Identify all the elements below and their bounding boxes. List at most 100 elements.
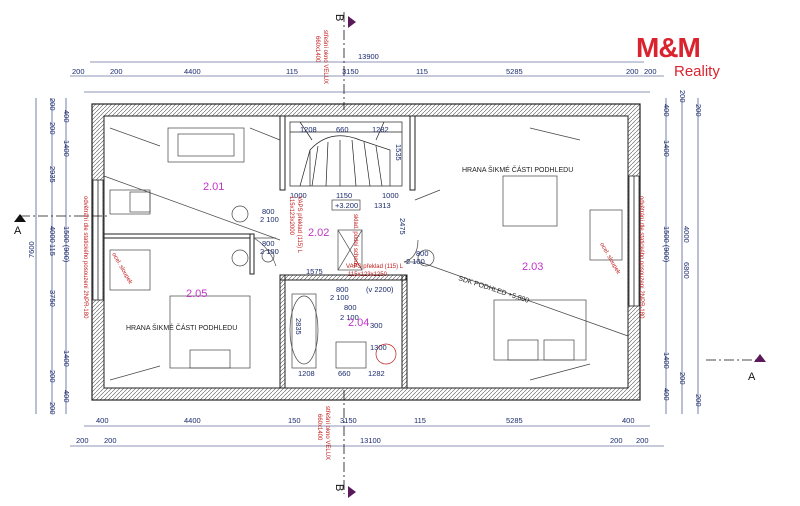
door-swings — [231, 205, 435, 267]
svg-text:200: 200 — [76, 436, 89, 445]
svg-text:3150: 3150 — [340, 416, 357, 425]
svg-text:200: 200 — [694, 104, 703, 117]
dimension-lines — [35, 61, 699, 447]
svg-text:200: 200 — [626, 67, 639, 76]
svg-text:200: 200 — [104, 436, 117, 445]
svg-text:1400: 1400 — [62, 140, 71, 157]
svg-text:3150: 3150 — [342, 67, 359, 76]
interior-walls — [103, 115, 416, 389]
svg-text:400: 400 — [62, 390, 71, 403]
svg-text:1400: 1400 — [62, 350, 71, 367]
svg-text:4400: 4400 — [184, 416, 201, 425]
svg-text:400: 400 — [96, 416, 109, 425]
svg-text:1400: 1400 — [662, 352, 671, 369]
svg-text:115: 115 — [48, 244, 57, 256]
svg-text:200: 200 — [48, 370, 57, 383]
slope-lines — [103, 127, 629, 381]
svg-text:800: 800 — [344, 303, 357, 312]
svg-text:115: 115 — [416, 67, 428, 76]
svg-text:200: 200 — [678, 372, 687, 385]
furniture — [109, 127, 623, 369]
svg-text:2.04: 2.04 — [348, 317, 369, 329]
svg-text:4000: 4000 — [48, 226, 57, 243]
svg-text:2475: 2475 — [398, 218, 407, 235]
svg-text:800: 800 — [336, 285, 349, 294]
svg-text:+3.200: +3.200 — [335, 201, 358, 210]
dim-bottom-row: 400 4400 150 3150 115 5285 400 — [96, 416, 635, 425]
dim-left-row: 200 400 200 1400 2935 115 1500 (900) 400… — [48, 98, 71, 415]
brand-logo: M&M Reality — [636, 32, 736, 84]
svg-text:200: 200 — [110, 67, 123, 76]
dim-right-row: 200 200 400 1400 1500 (900) 4000 1400 40… — [662, 90, 703, 407]
svg-text:3750: 3750 — [48, 290, 57, 307]
svg-text:5285: 5285 — [506, 67, 523, 76]
svg-text:1150: 1150 — [336, 191, 352, 200]
svg-text:200: 200 — [694, 394, 703, 407]
section-b-top: B — [333, 14, 345, 21]
svg-text:800: 800 — [416, 249, 429, 258]
section-a-left: A — [14, 225, 22, 237]
dim-bottom-row2: 200 200 200 200 — [76, 436, 649, 445]
svg-text:1500 (900): 1500 (900) — [662, 226, 671, 263]
svg-text:115: 115 — [286, 67, 298, 76]
svg-text:400: 400 — [662, 104, 671, 117]
svg-text:400: 400 — [62, 110, 71, 123]
svg-text:odvětrání dle statického posou: odvětrání dle statického posouzení 2NPR-… — [638, 196, 644, 319]
svg-text:1282: 1282 — [372, 125, 389, 134]
svg-text:660: 660 — [336, 125, 349, 134]
note-sloped-left: HRANA ŠIKMÉ ČÁSTI PODHLEDU — [126, 323, 237, 332]
svg-text:sklad. půdní schody: sklad. půdní schody — [352, 214, 359, 267]
svg-text:660x1400: 660x1400 — [314, 36, 320, 63]
svg-text:2 100: 2 100 — [330, 293, 349, 302]
svg-text:(v 2200): (v 2200) — [366, 285, 394, 294]
brand-logo-main: M&M — [636, 32, 701, 63]
svg-text:odvětrání dle statického posou: odvětrání dle statického posouzení 2NPR-… — [82, 196, 88, 319]
svg-text:4400: 4400 — [184, 67, 201, 76]
svg-text:200: 200 — [72, 67, 85, 76]
svg-text:střešní okno VELUX: střešní okno VELUX — [324, 406, 330, 460]
svg-text:1208: 1208 — [300, 125, 317, 134]
svg-text:400: 400 — [662, 388, 671, 401]
svg-text:300: 300 — [370, 321, 383, 330]
svg-text:200: 200 — [48, 122, 57, 135]
svg-text:200: 200 — [610, 436, 623, 445]
svg-text:4000: 4000 — [682, 226, 691, 243]
svg-text:1208: 1208 — [298, 369, 315, 378]
svg-text:660: 660 — [338, 369, 351, 378]
dim-right-total: 6800 — [682, 262, 691, 279]
svg-text:660x1400: 660x1400 — [316, 414, 322, 441]
svg-text:1000: 1000 — [382, 191, 399, 200]
svg-text:150: 150 — [288, 416, 301, 425]
section-lines — [20, 12, 760, 494]
svg-text:2 100: 2 100 — [260, 247, 279, 256]
svg-text:800: 800 — [262, 239, 275, 248]
svg-text:200: 200 — [644, 67, 657, 76]
svg-text:VAPS překlad (115) L: VAPS překlad (115) L — [296, 196, 302, 254]
svg-text:1400: 1400 — [662, 140, 671, 157]
svg-text:200: 200 — [48, 98, 57, 111]
svg-text:2835: 2835 — [294, 318, 303, 335]
windows — [92, 175, 640, 307]
svg-text:1000: 1000 — [290, 191, 307, 200]
svg-text:115x123x1250: 115x123x1250 — [348, 272, 388, 278]
svg-text:115: 115 — [414, 416, 426, 425]
inner-dims: 1208 660 1282 1535 1000 1150 1000 600 13… — [260, 125, 429, 378]
svg-text:1535: 1535 — [394, 144, 403, 161]
section-b-bottom: B — [333, 484, 345, 491]
svg-text:2 100: 2 100 — [406, 257, 425, 266]
svg-text:1575: 1575 — [306, 267, 323, 276]
svg-text:2 100: 2 100 — [260, 215, 279, 224]
svg-text:200: 200 — [48, 402, 57, 415]
svg-text:2.03: 2.03 — [522, 261, 543, 273]
svg-text:115x123x2000: 115x123x2000 — [288, 196, 294, 236]
svg-text:200: 200 — [678, 90, 687, 103]
dim-top-total: 13900 — [358, 52, 379, 61]
dim-left-total: 7600 — [27, 241, 36, 258]
svg-text:střešní okno VELUX: střešní okno VELUX — [322, 30, 328, 84]
svg-text:2 100: 2 100 — [340, 313, 359, 322]
svg-text:5285: 5285 — [506, 416, 523, 425]
svg-text:2.05: 2.05 — [186, 288, 207, 300]
dim-bottom-total: 13100 — [360, 436, 381, 445]
dim-top-row: 200 200 4400 115 3150 115 5285 200 200 — [72, 67, 657, 76]
